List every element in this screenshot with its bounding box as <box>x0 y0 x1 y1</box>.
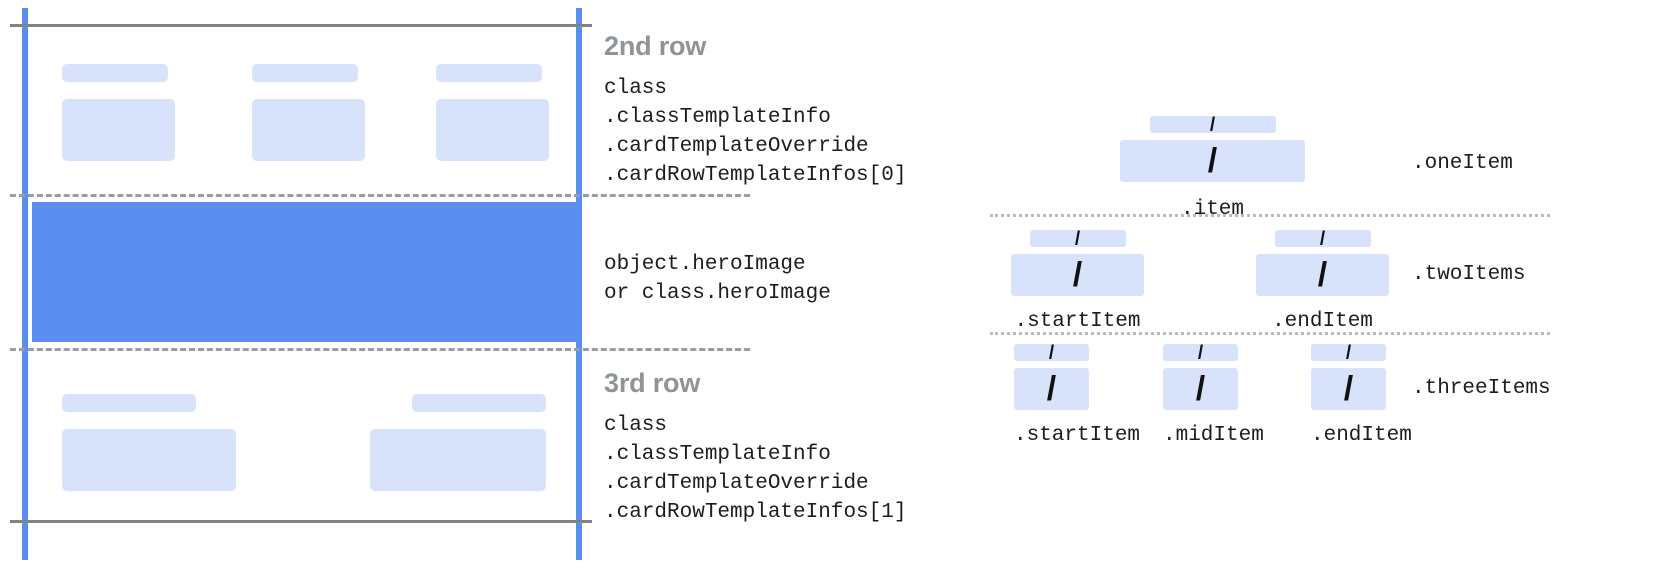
two-items-start-label: .startItem <box>1014 310 1141 333</box>
row3-pill-2 <box>412 394 546 412</box>
row3-pill-1 <box>62 394 196 412</box>
hero-code-line-1: object.heroImage <box>604 253 806 276</box>
slash-icon: / <box>1207 142 1218 180</box>
row2-pill-1 <box>62 64 168 82</box>
third-row-code-line-3: .cardTemplateOverride <box>604 472 869 495</box>
third-row-code-line-2: .classTemplateInfo <box>604 443 831 466</box>
two-items-start-box: / <box>1011 254 1144 296</box>
row2-body-2 <box>252 99 365 161</box>
third-row-code-line-4: .cardRowTemplateInfos[1] <box>604 501 907 524</box>
annotation-second-row: 2nd row class .classTemplateInfo .cardTe… <box>604 33 906 190</box>
three-items-mid-cap: / <box>1163 342 1238 363</box>
row2-pill-2 <box>252 64 358 82</box>
two-items-end-cell: / / .endItem <box>1256 228 1389 333</box>
three-items-end-cell: / / .endItem <box>1311 342 1412 447</box>
three-items-mid-box: / <box>1163 368 1238 410</box>
row-label-one-item: .oneItem <box>1412 152 1513 175</box>
card-bottom-border <box>10 520 592 523</box>
three-items-end-label: .endItem <box>1311 424 1412 447</box>
row3-body-2 <box>370 429 546 491</box>
second-row-code-line-1: class <box>604 77 668 100</box>
second-row-code-line-3: .cardTemplateOverride <box>604 135 869 158</box>
three-items-mid-cell: / / .midItem <box>1163 342 1264 447</box>
two-items-end-box: / <box>1256 254 1389 296</box>
card-mockup <box>0 0 750 584</box>
row2-body-1 <box>62 99 175 161</box>
slash-icon: / <box>1046 370 1057 408</box>
row-label-three-items: .threeItems <box>1412 377 1551 400</box>
third-row-heading: 3rd row <box>604 368 701 398</box>
slash-icon: / <box>1343 370 1354 408</box>
slash-icon: / <box>1048 342 1055 363</box>
slash-icon: / <box>1319 228 1326 249</box>
row2-body-3 <box>436 99 549 161</box>
two-items-end-label: .endItem <box>1272 310 1373 333</box>
diagram-divider-1 <box>990 214 1550 217</box>
slash-icon: / <box>1209 114 1216 135</box>
two-items-end-cap: / <box>1274 228 1371 249</box>
second-row-heading: 2nd row <box>604 31 707 61</box>
one-item-label: .item <box>1180 198 1244 221</box>
three-items-end-box: / <box>1311 368 1386 410</box>
two-items-start-cap: / <box>1029 228 1126 249</box>
slash-icon: / <box>1317 256 1328 294</box>
left-blue-rail <box>22 8 28 560</box>
annotation-third-row: 3rd row class .classTemplateInfo .cardTe… <box>604 370 906 527</box>
slash-icon: / <box>1195 370 1206 408</box>
second-row-code-line-4: .cardRowTemplateInfos[0] <box>604 164 907 187</box>
three-items-start-label: .startItem <box>1014 424 1141 447</box>
three-items-mid-label: .midItem <box>1163 424 1264 447</box>
hero-code-line-2: or class.heroImage <box>604 282 831 305</box>
row-divider-upper <box>10 194 750 197</box>
one-item-cap: / <box>1149 114 1276 135</box>
two-items-start-cell: / / .startItem <box>1011 228 1144 333</box>
three-items-start-cell: / / .startItem <box>1014 342 1140 447</box>
three-items-start-box: / <box>1014 368 1089 410</box>
second-row-code-line-2: .classTemplateInfo <box>604 106 831 129</box>
hero-image-band <box>32 202 580 342</box>
card-top-border <box>10 24 592 27</box>
slash-icon: / <box>1074 228 1081 249</box>
third-row-code-line-1: class <box>604 414 668 437</box>
row-label-two-items: .twoItems <box>1412 263 1526 286</box>
three-items-start-cap: / <box>1014 342 1089 363</box>
slash-icon: / <box>1345 342 1352 363</box>
item-layout-diagram: / / .item .oneItem / / .startItem / / <box>975 0 1676 584</box>
slash-icon: / <box>1197 342 1204 363</box>
one-item-cell: / / .item <box>1120 114 1305 221</box>
diagram-divider-2 <box>990 332 1550 335</box>
three-items-end-cap: / <box>1311 342 1386 363</box>
slash-icon: / <box>1072 256 1083 294</box>
row-divider-lower <box>10 348 750 351</box>
one-item-box: / <box>1120 140 1305 182</box>
row3-body-1 <box>62 429 236 491</box>
annotation-hero-image: object.heroImage or class.heroImage <box>604 250 831 308</box>
row2-pill-3 <box>436 64 542 82</box>
